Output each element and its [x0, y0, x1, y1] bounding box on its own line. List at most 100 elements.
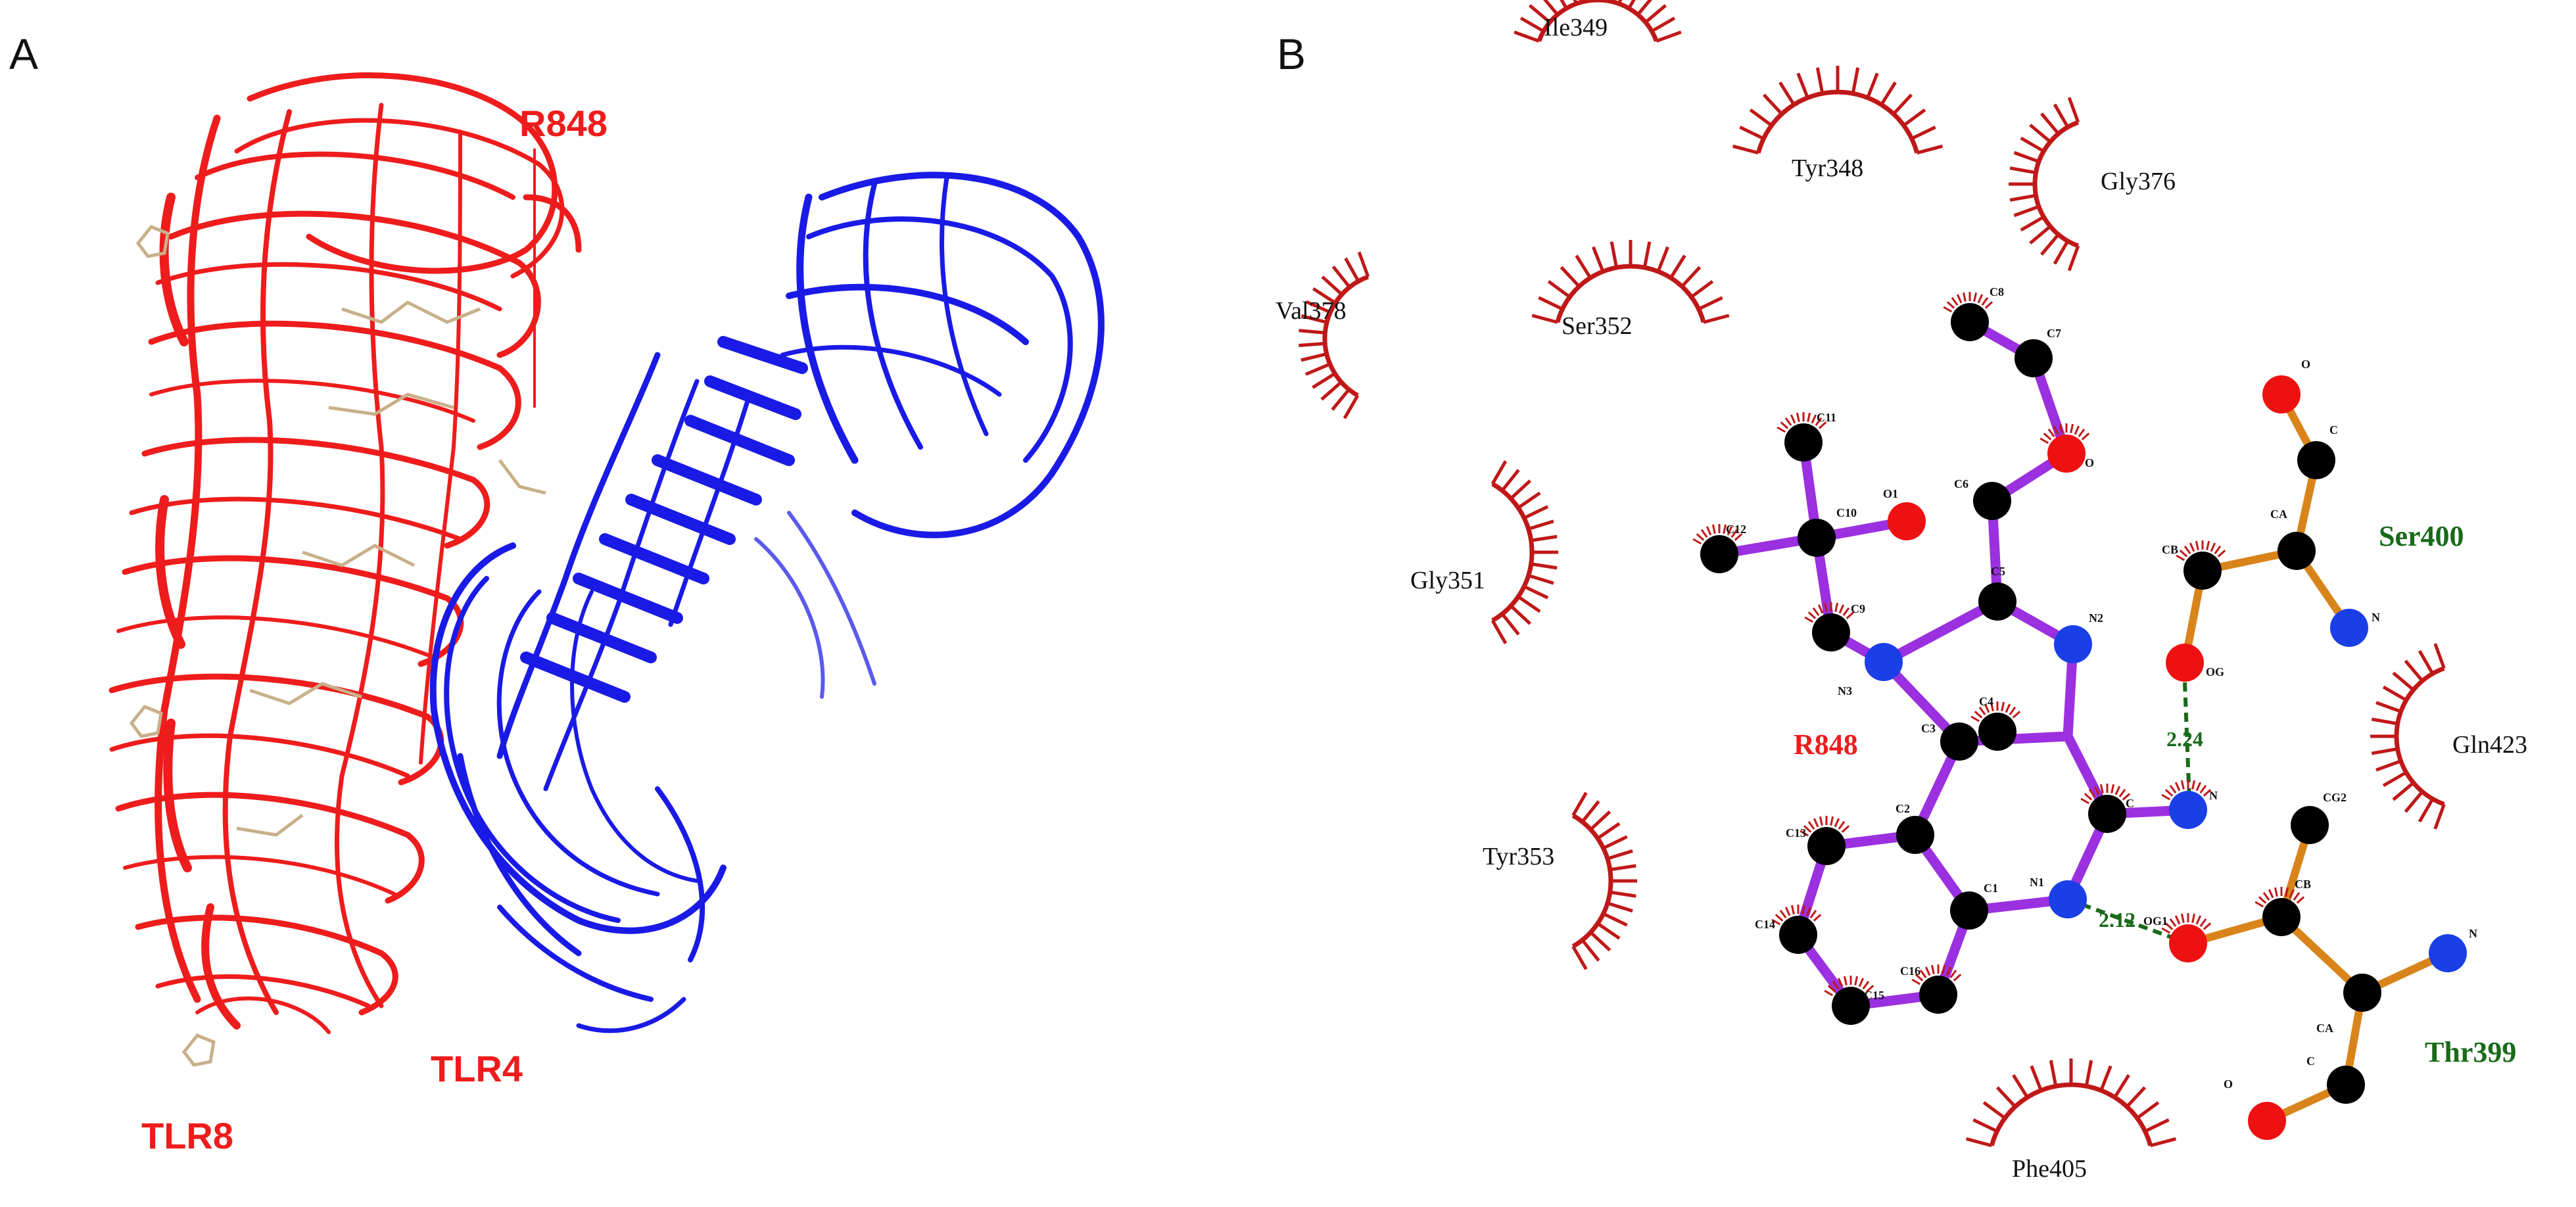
atom-ser400-o: [2262, 375, 2301, 414]
hydrophobic-arc-tyr348: [1732, 66, 1944, 155]
atom-label-n2: N2: [2089, 611, 2103, 625]
atom-label-c4: C4: [1979, 695, 1993, 708]
atom-ligand-c14: [1771, 905, 1822, 954]
hydrophobic-arc-ser352: [1531, 240, 1730, 324]
atom-label-c6: C6: [1954, 477, 1968, 490]
residue-bonds: [2181, 390, 2452, 1125]
atom-label-c5: C5: [1991, 565, 2005, 578]
atom-ligand-n1: [2049, 880, 2087, 918]
atom-ser400-og: [2166, 644, 2204, 682]
tlr8-ribbon: [108, 72, 582, 1034]
atom-ligand-c1: [1950, 891, 1988, 930]
hydrophobic-arc-ile349: [1514, 0, 1682, 43]
atom-label-c13: C13: [1786, 826, 1806, 840]
atom-ser400-cb: [2176, 540, 2226, 590]
atom-label-o: O: [2301, 358, 2310, 371]
atom-ligand-c6: [1973, 482, 2011, 520]
atom-ser400-c: [2297, 441, 2335, 479]
residue-tyr348: Tyr348: [1792, 154, 1863, 182]
distance-label-2: 2.12: [2099, 908, 2135, 932]
tlr8-label: TLR8: [141, 1115, 233, 1156]
atom-thr399-cb: [2254, 887, 2305, 936]
atom-ligand-c5: [1978, 582, 2016, 621]
panel-a-letter: A: [9, 30, 38, 78]
atom-label-c9: C9: [1851, 602, 1865, 615]
atom-label-o1: O1: [1883, 487, 1898, 500]
residue-gly351: Gly351: [1410, 567, 1485, 594]
atom-label-c12: C12: [1726, 523, 1746, 536]
atom-ligand-c15: [1824, 976, 1874, 1025]
atom-label-n: N: [2372, 611, 2380, 624]
atom-thr399-o: [2248, 1102, 2286, 1140]
atom-ligand-c: [2080, 784, 2131, 833]
atom-label-c14: C14: [1755, 918, 1775, 931]
atom-label-cg2: CG2: [2323, 791, 2347, 804]
hydrophobic-arc-val378: [1299, 251, 1370, 419]
tlr4-ribbon: [429, 172, 1105, 1033]
atom-ligand-c9: [1804, 602, 1855, 651]
atom-label-ca: CA: [2316, 1022, 2333, 1035]
atom-label-c3: C3: [1921, 722, 1936, 735]
atom-label-o: O: [2085, 456, 2094, 469]
residue-val378: Val378: [1276, 297, 1347, 325]
hbond-thr399: [2066, 897, 2189, 945]
atom-ser400-n: [2330, 609, 2368, 647]
atom-ligand-o: [2039, 423, 2090, 473]
atom-label-ca: CA: [2270, 508, 2287, 521]
atom-label-c: C: [2329, 423, 2338, 437]
atom-label-c15: C15: [1864, 989, 1884, 1002]
atom-label-n: N: [2209, 789, 2218, 802]
atom-label-cb: CB: [2295, 878, 2311, 891]
atom-thr399-n: [2429, 934, 2467, 972]
r848-label-b: R848: [1794, 728, 1858, 761]
hydrophobic-arc-tyr353: [1571, 792, 1637, 970]
atom-label-c: C: [2126, 797, 2134, 810]
atom-ser400-ca: [2278, 532, 2316, 570]
atom-label-c1: C1: [1984, 882, 1998, 895]
hydrophobic-arc-phe405: [1965, 1058, 2177, 1148]
atom-label-c: C: [2306, 1054, 2315, 1068]
atom-label-n3: N3: [1838, 684, 1852, 698]
atoms: [1692, 292, 2467, 1140]
atom-thr399-cg2: [2291, 806, 2329, 844]
atom-label-c8: C8: [1990, 285, 2004, 298]
atom-label-cb: CB: [2162, 543, 2178, 556]
residue-gly376: Gly376: [2101, 168, 2176, 195]
atom-label-og: OG: [2206, 665, 2224, 678]
distance-label-1: 2.24: [2166, 727, 2203, 751]
atom-ligand-c8: [1943, 292, 1993, 341]
residue-phe405: Phe405: [2012, 1155, 2087, 1183]
atom-ligand-o1: [1888, 502, 1926, 540]
hydrophobic-arc-gln423: [2370, 643, 2446, 830]
hydrophobic-arcs: [1299, 0, 2446, 1148]
residue-ser352: Ser352: [1562, 312, 1633, 340]
atom-ligand-c10: [1798, 519, 1836, 557]
hydrophobic-arc-gly351: [1491, 460, 1558, 644]
panel-b-interaction-map: Ile349 Tyr348 Gly376 Val378 Ser352 Gly35…: [1276, 0, 2527, 1183]
atom-label-c7: C7: [2047, 327, 2061, 340]
atom-ligand-c2: [1896, 816, 1934, 854]
hydrophobic-arc-gly376: [2009, 97, 2080, 272]
residue-ile349: Ile349: [1544, 14, 1608, 41]
atom-ligand-n3: [1865, 643, 1903, 681]
panel-b-letter: B: [1277, 30, 1306, 78]
atom-thr399-c: [2327, 1066, 2365, 1104]
atom-ligand-c11: [1777, 412, 1827, 462]
atom-ligand-n2: [2054, 625, 2092, 663]
atom-label-c2: C2: [1896, 802, 1910, 815]
atom-label-c16: C16: [1900, 964, 1920, 978]
residue-tyr353: Tyr353: [1483, 843, 1554, 870]
atom-label-c10: C10: [1836, 506, 1857, 519]
atom-thr399-og1: [2161, 913, 2212, 962]
atom-label-c11: C11: [1817, 411, 1836, 424]
residue-gln423: Gln423: [2452, 731, 2527, 759]
tlr4-label: TLR4: [431, 1048, 523, 1089]
residue-thr399: Thr399: [2425, 1036, 2516, 1068]
atom-ligand-c16: [1911, 964, 1962, 1014]
atom-labels: C8C7OC6C11C10O1C12C9C5N2N3C4C3CNC13C2N1C…: [1726, 285, 2477, 1091]
atom-ligand-c7: [2015, 339, 2053, 377]
atom-ligand-c12: [1692, 524, 1743, 573]
tlr8-ligand-sticks: [129, 224, 546, 1067]
atom-ligand-n: [2161, 780, 2212, 829]
